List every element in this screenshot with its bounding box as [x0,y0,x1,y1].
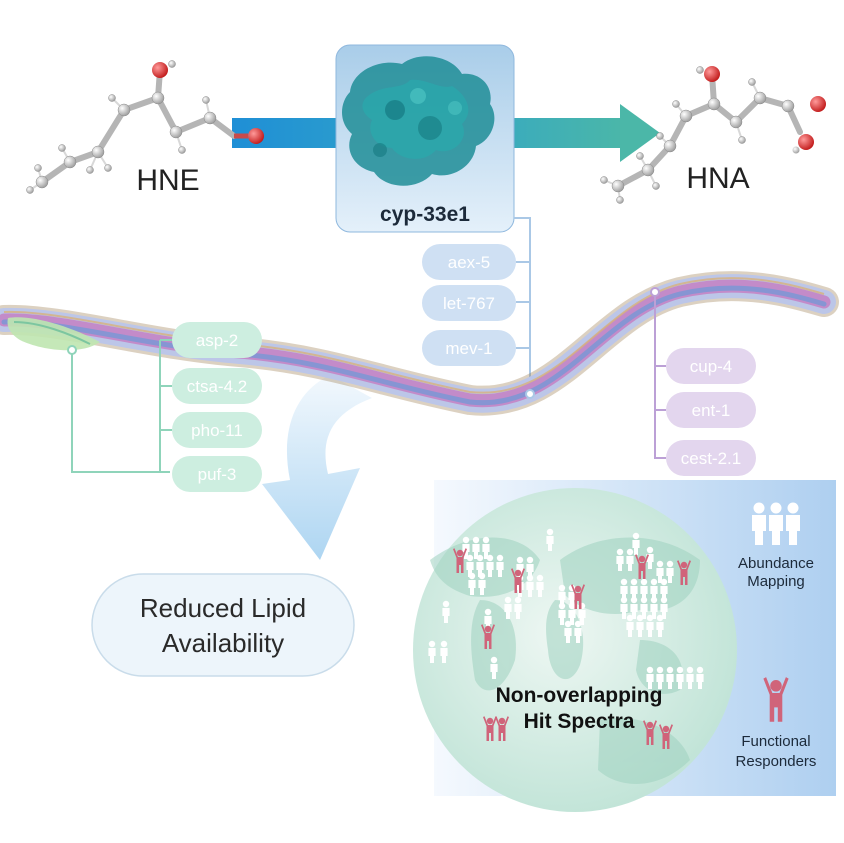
globe-title-line-2: Hit Spectra [524,710,635,733]
worm [0,271,839,416]
hit-spectra-panel: Non-overlapping Hit Spectra Abundance Ma… [413,480,836,812]
gene-pill-right-2: ent-1 [692,401,731,420]
legend-abundance-icon [752,502,800,545]
gene-pill-right-3: cest-2.1 [681,449,741,468]
gene-pill-center-2: let-767 [443,294,495,313]
gene-pill-left-1: asp-2 [196,331,239,350]
hna-molecule: HNA [600,66,826,204]
legend-abundance-line-1: Abundance [738,555,814,572]
gene-pill-left-4: puf-3 [198,465,237,484]
continent-shapes [430,537,700,784]
center-gene-bracket [514,217,531,392]
gene-pill-left-2: ctsa-4.2 [187,377,247,396]
outcome-line-1: Reduced Lipid [140,593,306,623]
legend-functional-line-2: Responders [736,753,817,770]
right-gene-bracket [654,296,666,459]
curved-down-arrow [262,375,372,560]
outcome-box: Reduced Lipid Availability [91,573,355,677]
enzyme-label: cyp-33e1 [380,203,470,226]
legend-functional-line-1: Functional [741,733,810,750]
legend-abundance-line-2: Mapping [747,573,805,590]
left-gene-bracket [71,339,172,473]
right-anchor-dot [650,287,660,297]
center-anchor-dot [525,389,535,399]
enzyme-box: cyp-33e1 [335,44,515,233]
gene-pill-right-1: cup-4 [690,357,733,376]
protein-structure-icon [342,56,495,186]
globe-title-line-1: Non-overlapping [496,684,663,707]
hne-molecule: HNE [26,60,264,197]
hne-label: HNE [136,164,199,197]
hna-label: HNA [686,162,749,195]
gene-pill-center-3: mev-1 [445,339,492,358]
left-anchor-dot [67,345,77,355]
center-gene-list: aex-5 let-767 mev-1 [422,244,516,366]
right-gene-list: cup-4 ent-1 cest-2.1 [666,348,756,476]
gene-pill-center-1: aex-5 [448,253,491,272]
left-gene-list: asp-2 ctsa-4.2 pho-11 puf-3 [172,322,262,492]
gene-pill-left-3: pho-11 [191,421,243,440]
outcome-line-2: Availability [162,628,284,658]
